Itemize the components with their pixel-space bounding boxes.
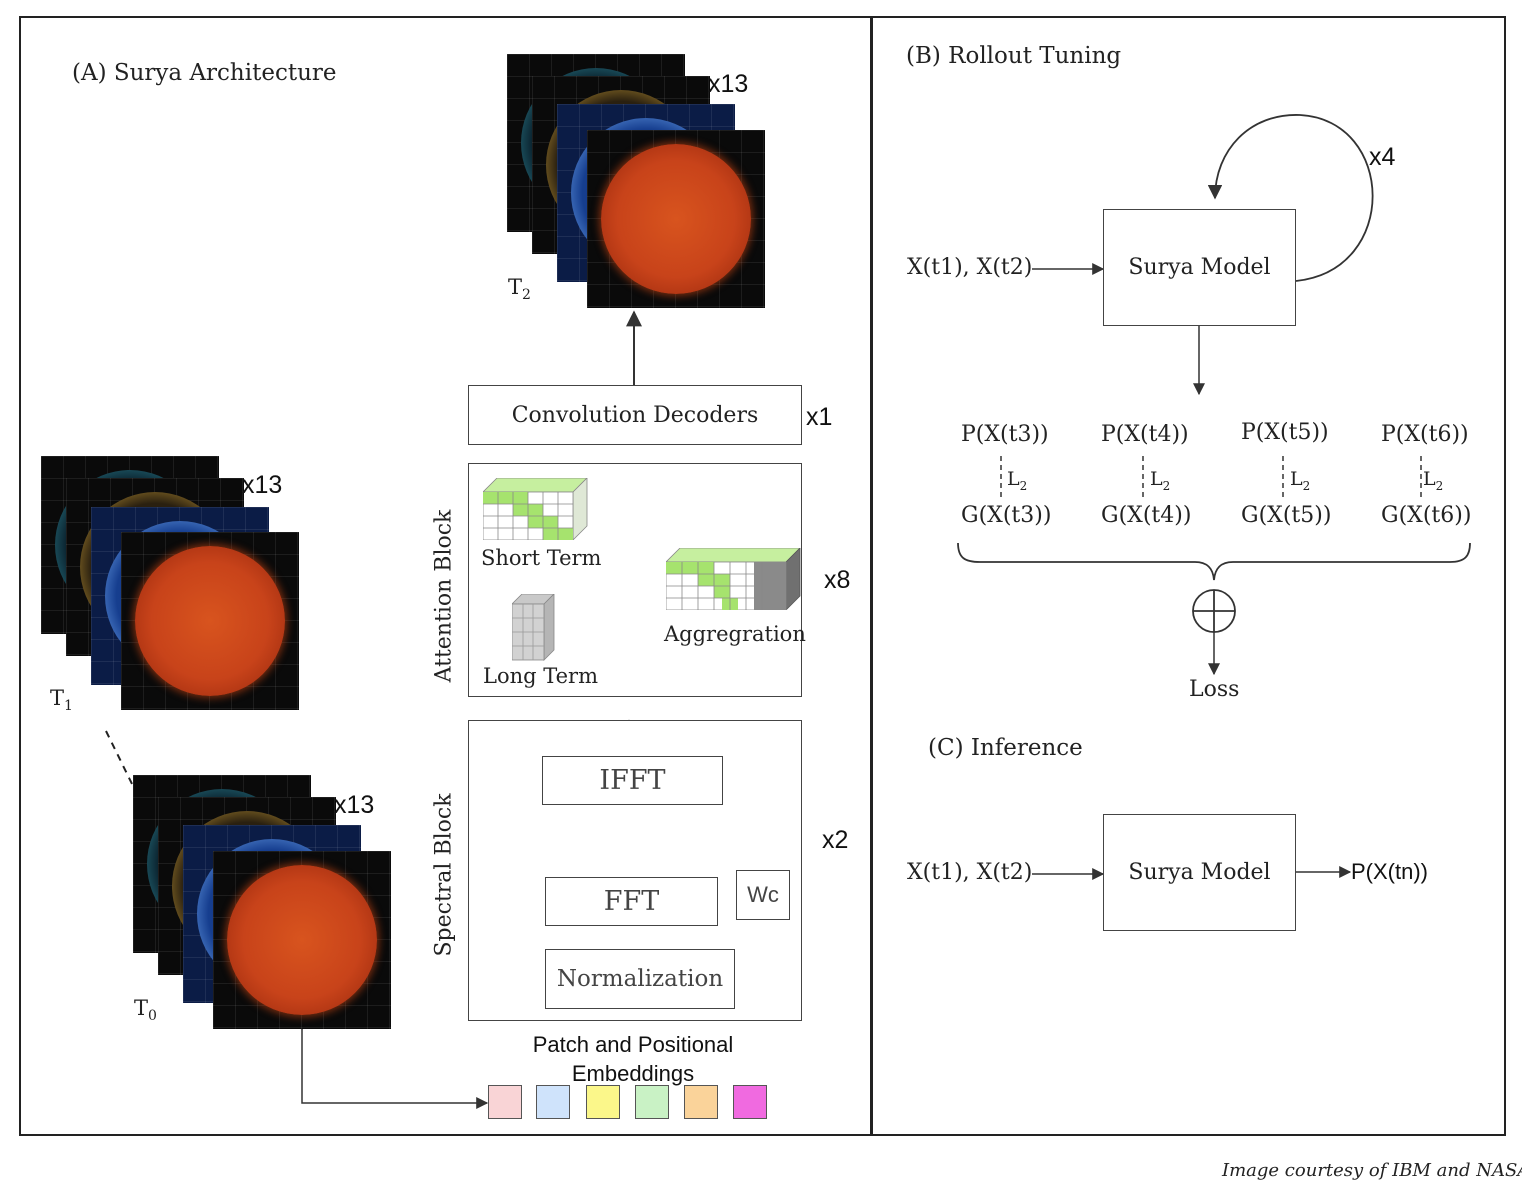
input-t1-time-label: T1 bbox=[50, 686, 73, 715]
embedding-token bbox=[733, 1085, 767, 1119]
loss-l2-t5: L2 bbox=[1290, 468, 1311, 493]
ground-truth-t5: G(X(t5)) bbox=[1241, 503, 1332, 528]
panel-c-title: (C) Inference bbox=[928, 735, 1083, 761]
rollout-model-box: Surya Model bbox=[1103, 209, 1296, 326]
long-term-tensor-icon bbox=[512, 594, 555, 661]
convolution-decoders-box: Convolution Decoders bbox=[468, 385, 802, 445]
ground-truth-t6: G(X(t6)) bbox=[1381, 503, 1472, 528]
decoders-multiplier: x1 bbox=[806, 403, 833, 431]
embedding-token bbox=[536, 1085, 570, 1119]
inference-model-box: Surya Model bbox=[1103, 814, 1296, 931]
panel-b-title: (B) Rollout Tuning bbox=[906, 43, 1122, 69]
ground-truth-t4: G(X(t4)) bbox=[1101, 503, 1192, 528]
ground-truth-t3: G(X(t3)) bbox=[961, 503, 1052, 528]
normalization-box: Normalization bbox=[545, 949, 735, 1009]
embeddings-label: Patch and Positional Embeddings bbox=[532, 1032, 734, 1086]
embedding-token bbox=[586, 1085, 620, 1119]
panel-b-input: X(t1), X(t2) bbox=[907, 255, 1033, 280]
input-stack-t0-count: x13 bbox=[334, 791, 375, 819]
rollout-loop-count: x4 bbox=[1369, 143, 1396, 171]
input-t0-time-label: T0 bbox=[134, 996, 157, 1025]
ifft-label: IFFT bbox=[599, 765, 666, 796]
attention-block-title: Attention Block bbox=[431, 509, 457, 683]
output-time-label: T2 bbox=[508, 275, 531, 304]
solar-image-red bbox=[213, 851, 391, 1029]
rollout-model-label: Surya Model bbox=[1128, 255, 1271, 280]
output-stack-count: x13 bbox=[708, 70, 749, 98]
weight-label: Wc bbox=[747, 882, 779, 907]
loss-l2-t6: L2 bbox=[1423, 468, 1444, 493]
panel-c-input: X(t1), X(t2) bbox=[907, 860, 1033, 885]
total-loss-label: Loss bbox=[1189, 677, 1240, 702]
attention-multiplier: x8 bbox=[824, 566, 851, 594]
fft-box: FFT bbox=[545, 877, 718, 926]
embedding-token bbox=[635, 1085, 669, 1119]
prediction-t6: P(X(t6)) bbox=[1381, 422, 1469, 447]
short-term-tensor-icon bbox=[483, 478, 588, 540]
aggregation-tensor-icon bbox=[666, 548, 801, 610]
prediction-t3: P(X(t3)) bbox=[961, 422, 1049, 447]
ifft-box: IFFT bbox=[542, 756, 723, 805]
inference-model-label: Surya Model bbox=[1128, 860, 1271, 885]
inference-output: P(X(tn)) bbox=[1351, 859, 1428, 884]
panel-a-title: (A) Surya Architecture bbox=[72, 60, 337, 86]
fft-label: FFT bbox=[603, 886, 660, 917]
solar-image-red bbox=[587, 130, 765, 308]
panel-bc-frame bbox=[871, 16, 1506, 1136]
prediction-t4: P(X(t4)) bbox=[1101, 422, 1189, 447]
image-credit: Image courtesy of IBM and NASA bbox=[1222, 1160, 1522, 1181]
long-term-label: Long Term bbox=[483, 664, 598, 688]
short-term-label: Short Term bbox=[481, 546, 602, 570]
embedding-token bbox=[684, 1085, 718, 1119]
normalization-label: Normalization bbox=[556, 966, 724, 992]
spectral-multiplier: x2 bbox=[822, 826, 849, 854]
solar-image-red bbox=[121, 532, 299, 710]
spectral-block-title: Spectral Block bbox=[431, 793, 457, 957]
weight-box: Wc bbox=[736, 870, 790, 920]
input-stack-t1-count: x13 bbox=[242, 471, 283, 499]
prediction-t5: P(X(t5)) bbox=[1241, 420, 1329, 445]
loss-l2-t3: L2 bbox=[1007, 468, 1028, 493]
embedding-token bbox=[488, 1085, 522, 1119]
convolution-decoders-label: Convolution Decoders bbox=[511, 402, 759, 428]
aggregation-label: Aggregration bbox=[664, 622, 806, 646]
loss-l2-t4: L2 bbox=[1150, 468, 1171, 493]
